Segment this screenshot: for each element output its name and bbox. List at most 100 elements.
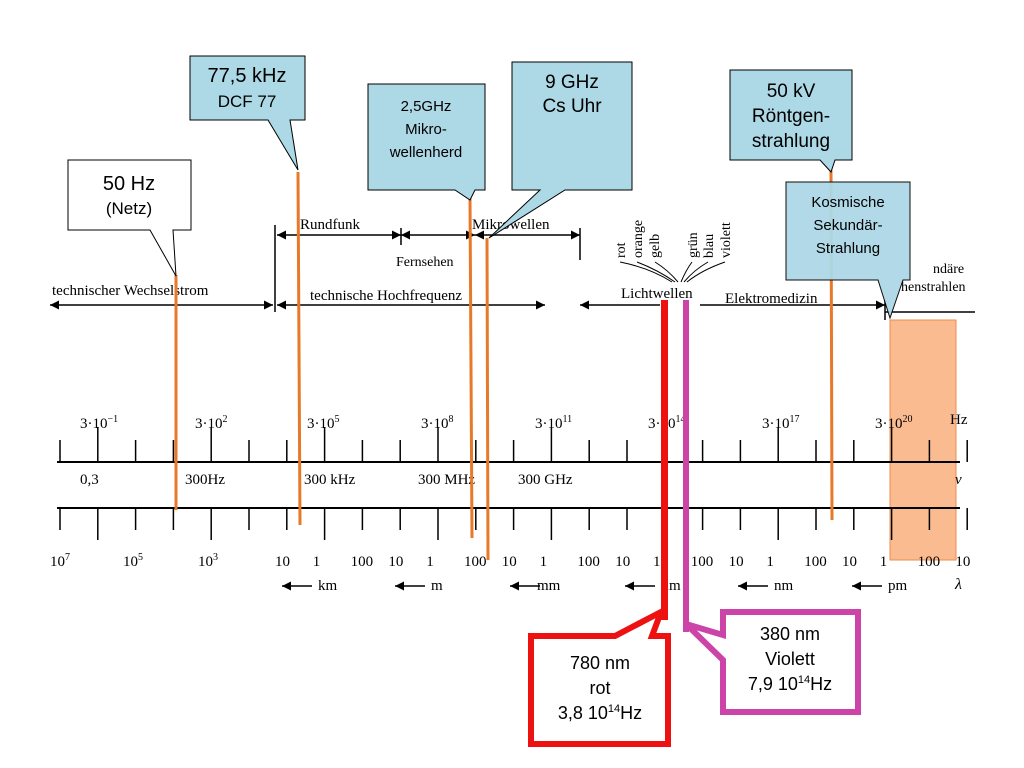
callout-rot-line3: 3,8 1014Hz [558, 703, 642, 723]
freq-power-1: 3·102 [195, 414, 228, 432]
wave-power-1: 105 [123, 552, 143, 570]
freq-value-1: 300Hz [185, 472, 225, 488]
frequency-axis-ticks [59, 427, 968, 462]
label-sekundaer-2: henstrahlen [901, 280, 966, 295]
callout-rot-line2: rot [589, 678, 610, 698]
wave-unit-km: km [318, 578, 338, 594]
freq-power-6: 3·1017 [762, 414, 800, 432]
callout-mikro-line3: wellenherd [389, 144, 463, 161]
frequency-powers: 3·10−1 3·102 3·105 3·108 3·1011 3·1014 3… [80, 412, 968, 432]
wave-number: 100 [804, 554, 827, 570]
callout-kosmisch-line1: Kosmische [811, 194, 884, 211]
light-color-5: violett [719, 222, 734, 258]
label-rundfunk: Rundfunk [300, 217, 361, 233]
frequency-values: 0,3 300Hz 300 kHz 300 MHz 300 GHz ν [80, 472, 962, 488]
wave-number: 100 [691, 554, 714, 570]
light-color-1: orange [631, 220, 646, 258]
wave-power-0: 107 [50, 552, 70, 570]
light-color-3: grün [686, 232, 701, 258]
wave-unit-m: m [431, 578, 443, 594]
marker-mikrowelle [468, 197, 474, 539]
wave-number: 10 [275, 554, 290, 570]
label-mikrowellen: Mikrowellen [472, 217, 550, 233]
freq-value-0: 0,3 [80, 472, 99, 488]
wave-number: 100 [464, 554, 487, 570]
wavelength-powers: 107 105 103 [50, 552, 218, 570]
wave-unit-nm: nm [774, 578, 794, 594]
label-elektromedizin: Elektromedizin [725, 291, 818, 307]
freq-power-0: 3·10−1 [80, 414, 118, 432]
marker-rot-780nm [661, 300, 668, 620]
wave-power-2: 103 [198, 552, 218, 570]
freq-power-3: 3·108 [421, 414, 454, 432]
nu-symbol: ν [955, 472, 962, 488]
wave-number: 1 [880, 554, 888, 570]
callout-rot-line1: 780 nm [570, 653, 630, 673]
wave-number: 10 [388, 554, 403, 570]
lambda-symbol: λ [954, 576, 962, 593]
callout-mikro-line2: Mikro- [405, 121, 447, 138]
wave-number: 10 [729, 554, 744, 570]
freq-value-3: 300 MHz [418, 472, 475, 488]
callout-cs: 9 GHz Cs Uhr [488, 61, 633, 239]
callout-roentgen: 50 kV Röntgen- strahlung [729, 69, 853, 173]
freq-power-4: 3·1011 [535, 414, 572, 432]
wave-number: 100 [351, 554, 374, 570]
callout-violett-line3: 7,9 1014Hz [748, 674, 832, 694]
callout-roentgen-line2: Röntgen- [752, 106, 830, 127]
callout-cs-line1: 9 GHz [545, 72, 599, 93]
callout-kosmisch: Kosmische Sekundär- Strahlung [785, 181, 911, 320]
wave-number: 100 [577, 554, 600, 570]
wave-number: 10 [842, 554, 857, 570]
label-hochfrequenz: technische Hochfrequenz [310, 288, 462, 304]
callout-netz-line2: (Netz) [106, 199, 152, 218]
freq-value-2: 300 kHz [304, 472, 356, 488]
callout-violett: 380 nm Violett 7,9 1014Hz [683, 609, 861, 715]
callout-mikro: 2,5GHz Mikro- wellenherd [367, 83, 486, 201]
wave-number: 1 [313, 554, 321, 570]
callout-violett-line1: 380 nm [760, 624, 820, 644]
wavelength-numbers: 10 1 100 10 1 100 10 1 100 10 1 100 10 1 100 10 1 100 10 [275, 554, 970, 570]
freq-power-7: 3·1020 [875, 414, 913, 432]
wave-number: 10 [615, 554, 630, 570]
marker-dcf77 [296, 171, 302, 526]
callout-kosmisch-line3: Strahlung [816, 240, 880, 257]
callout-dcf: 77,5 kHz DCF 77 [189, 55, 306, 171]
wave-number: 10 [502, 554, 517, 570]
callout-rot: 780 nm rot 3,8 1014Hz [528, 605, 671, 747]
label-wechselstrom: technischer Wechselstrom [52, 283, 209, 299]
callout-dcf-line2: DCF 77 [218, 92, 277, 111]
wave-number: 1 [766, 554, 774, 570]
callout-cs-line2: Cs Uhr [542, 96, 602, 117]
marker-cs-uhr [485, 237, 490, 561]
callout-netz: 50 Hz (Netz) [67, 159, 192, 277]
label-lichtwellen: Lichtwellen [621, 286, 693, 302]
light-color-0: rot [614, 242, 629, 258]
callout-roentgen-line3: strahlung [752, 131, 830, 152]
wave-number: 100 [918, 554, 941, 570]
light-color-labels: rot orange gelb grün blau violett [614, 220, 734, 258]
cosmic-band-highlight [889, 319, 957, 561]
callout-kosmisch-line2: Sekundär- [813, 217, 882, 234]
label-fernsehen: Fernsehen [396, 255, 454, 270]
freq-power-2: 3·105 [307, 414, 340, 432]
label-sekundaer-1: ndäre [933, 262, 964, 277]
callout-mikro-line1: 2,5GHz [401, 98, 452, 115]
wave-unit-pm: pm [888, 578, 908, 594]
callout-violett-line2: Violett [765, 649, 815, 669]
light-color-leads [619, 261, 726, 283]
wave-number: 1 [426, 554, 434, 570]
light-color-2: gelb [648, 234, 663, 258]
callout-roentgen-line1: 50 kV [767, 81, 816, 102]
wave-number: 1 [653, 554, 661, 570]
wave-number: 1 [540, 554, 548, 570]
callout-dcf-line1: 77,5 kHz [208, 65, 287, 87]
light-color-4: blau [702, 234, 717, 258]
callout-netz-line1: 50 Hz [103, 173, 155, 195]
freq-unit: Hz [950, 412, 968, 428]
wave-number: 10 [955, 554, 970, 570]
freq-value-4: 300 GHz [518, 472, 573, 488]
wave-unit-mm: mm [537, 578, 561, 594]
marker-violett-380nm [683, 300, 689, 632]
